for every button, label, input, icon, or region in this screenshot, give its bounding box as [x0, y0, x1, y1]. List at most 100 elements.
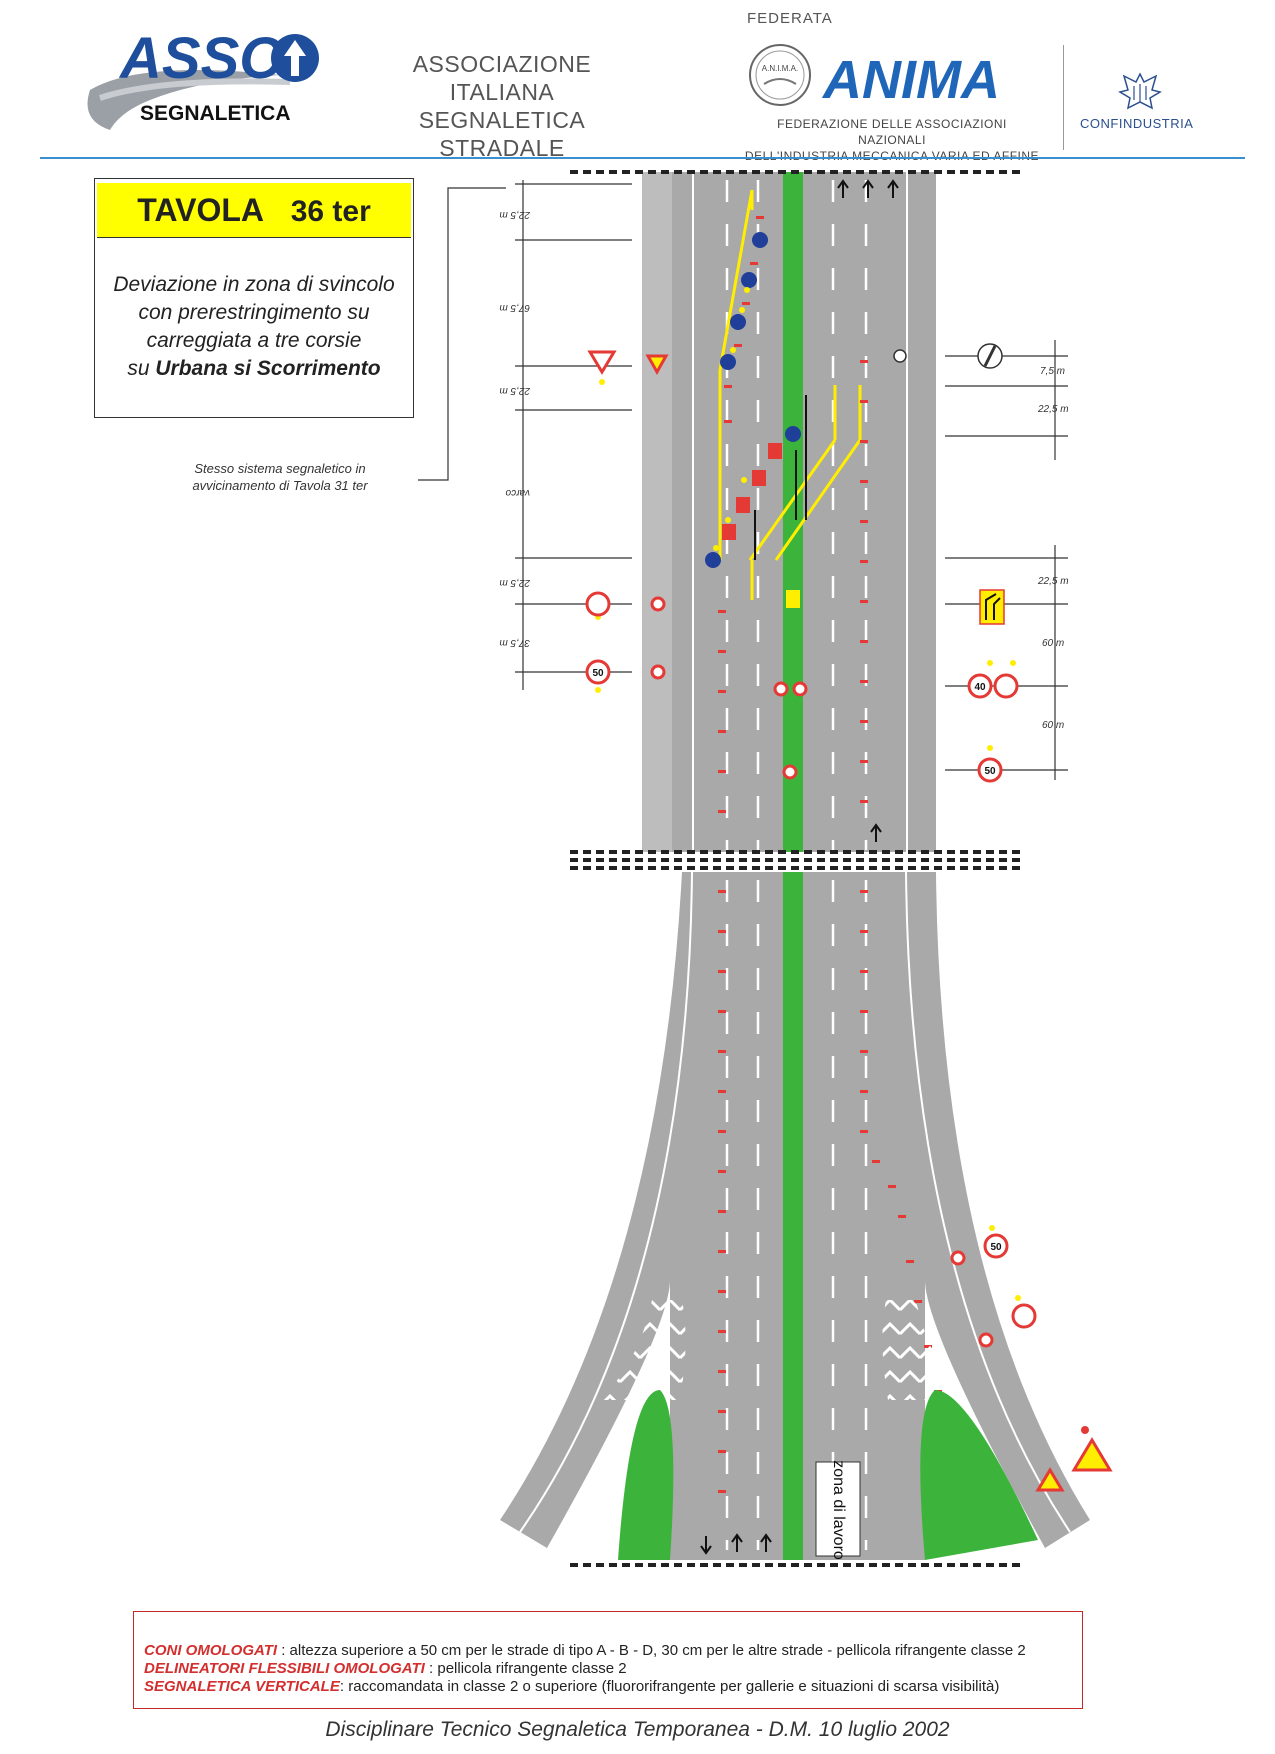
island-right — [920, 1390, 1038, 1560]
give-way-sign-icon — [645, 354, 669, 376]
lane-arrow-icon — [887, 179, 899, 198]
approach-note: Stesso sistema segnaletico in avviciname… — [160, 460, 400, 494]
anima-subtitle-2: DELL'INDUSTRIA MECCANICA VARIA ED AFFINE — [744, 149, 1040, 163]
speed-limit-50-sign-icon — [585, 659, 611, 685]
road-upper — [672, 172, 936, 852]
lane-arrow-icon — [862, 179, 874, 198]
lane-arrow-icon — [837, 179, 849, 198]
tavola-word: TAVOLA — [137, 192, 265, 228]
warning-sign-icon — [1035, 1467, 1065, 1492]
work-zone-box — [815, 1461, 861, 1557]
give-way-priority-sign-icon — [587, 350, 617, 375]
approach-note-line-1: Stesso sistema segnaletico in — [194, 461, 366, 476]
dim-label-r1: 7,5 m — [1040, 366, 1065, 377]
anima-subtitle: FEDERAZIONE DELLE ASSOCIAZIONI NAZIONALI… — [742, 116, 1042, 164]
no-overtaking-sign-icon — [1011, 1303, 1037, 1329]
tavola-desc-line-4: su Urbana si Scorrimento — [95, 355, 413, 383]
legend-segnaletica: SEGNALETICA VERTICALE: raccomandata in c… — [144, 1678, 999, 1696]
right-dimension-labels: 7,5 m 22,5 m 22,5 m 60 m 60 m — [1037, 366, 1069, 731]
keep-left-icon — [752, 232, 768, 248]
tavola-desc-bold: Urbana si Scorrimento — [155, 357, 381, 380]
keep-left-icon — [720, 354, 736, 370]
dim-label-l5: 22,5 m — [499, 577, 531, 588]
warning-light-icon — [1081, 1426, 1089, 1434]
gore-area-left — [600, 1300, 686, 1400]
header-rule — [40, 157, 1245, 159]
lane-arrow-icon — [700, 1536, 712, 1555]
legend-coni-label: CONI OMOLOGATI — [144, 1642, 278, 1659]
tavola-title: TAVOLA 36 ter — [97, 183, 411, 238]
tavola-desc-prefix: su — [127, 357, 150, 380]
dim-label-l6: 37,5 m — [499, 637, 530, 648]
arrow-up-icon — [284, 40, 306, 76]
keep-left-icon — [730, 314, 746, 330]
lane-arrow-icon — [760, 1533, 772, 1552]
blue-direction-signs — [705, 232, 801, 568]
keep-right-icon — [785, 426, 801, 442]
anima-text: ANIMA — [821, 50, 1000, 110]
legend-segnaletica-label: SEGNALETICA VERTICALE — [144, 1678, 340, 1695]
no-overtaking-sign-icon — [993, 673, 1019, 699]
anima-seal-icon — [749, 44, 811, 106]
cones — [718, 216, 942, 1493]
left-dimension-labels: 22,5 m 67,5 m 22,5 m varco 22,5 m 37,5 m — [499, 209, 531, 648]
median-upper — [783, 172, 803, 852]
no-overtaking-sign-icon — [585, 591, 611, 617]
dim-label-r4: 60 m — [1042, 638, 1064, 649]
asso-text: ASSO — [118, 26, 284, 91]
old-lane-edges — [754, 395, 807, 560]
right-dimensions — [945, 340, 1068, 780]
chevron-sign-icon — [768, 443, 782, 459]
legend-delineatori-text: : pellicola rifrangente classe 2 — [424, 1660, 627, 1677]
legend-delineatori-label: DELINEATORI FLESSIBILI OMOLOGATI — [144, 1660, 425, 1677]
work-vehicle — [786, 590, 800, 608]
chevron-signs — [722, 443, 782, 540]
island-left — [618, 1390, 674, 1560]
dim-label-r5: 60 m — [1042, 720, 1064, 731]
lane-shift-sign-icon — [979, 589, 1005, 625]
dim-label-l4: varco — [505, 487, 530, 498]
association-name: ASSOCIAZIONE ITALIANA SEGNALETICA STRADA… — [362, 50, 642, 162]
anima-seal-text: A.N.I.M.A. — [762, 64, 798, 73]
tavola-desc-line-2: con prerestringimento su — [138, 301, 370, 324]
left-dimensions — [515, 180, 632, 690]
tavola-box: TAVOLA 36 ter Deviazione in zona di svin… — [94, 178, 414, 418]
road-diagram: zona di lavoro 22,5 m 67,5 m 22,5 m varc… — [418, 170, 1113, 1567]
asso-logo: ASSO SEGNALETICA — [87, 26, 319, 130]
tavola-desc-line-1: Deviazione in zona di svincolo — [113, 273, 395, 296]
dim-label-l1: 22,5 m — [499, 209, 531, 220]
lane-arrow-icon — [870, 823, 882, 842]
dim-label-l2: 67,5 m — [499, 302, 530, 313]
speed-limit-50-value: 50 — [984, 766, 996, 777]
footer-title: Disciplinare Tecnico Segnaletica Tempora… — [325, 1718, 950, 1741]
delineator-icon — [893, 349, 907, 363]
confindustria-label: CONFINDUSTRIA — [1080, 116, 1194, 131]
section-breaks — [570, 170, 1020, 1567]
lane-arrow-icon — [731, 1533, 743, 1552]
dim-label-r2: 22,5 m — [1037, 404, 1069, 415]
tavola-number: 36 ter — [290, 195, 371, 228]
speed-limit-50-sign-icon — [977, 757, 1003, 783]
confindustria-eagle-icon — [1118, 72, 1162, 110]
tavola-description: Deviazione in zona di svincolo con prere… — [95, 271, 413, 383]
legend-box: CONI OMOLOGATI : altezza superiore a 50 … — [133, 1611, 1083, 1709]
legend-delineatori: DELINEATORI FLESSIBILI OMOLOGATI : pelli… — [144, 1660, 627, 1678]
legend-segnaletica-text: : raccomandata in classe 2 o superiore (… — [339, 1678, 1000, 1695]
association-line-1: ASSOCIAZIONE ITALIANA — [412, 51, 592, 105]
segnaletica-text: SEGNALETICA — [140, 102, 291, 125]
dim-label-l3: 22,5 m — [499, 385, 531, 396]
work-zone-label: zona di lavoro — [830, 1460, 847, 1560]
tavola-desc-line-3: carreggiata a tre corsie — [146, 329, 362, 352]
callout-line — [418, 187, 506, 481]
speed-limit-50-sign-icon — [983, 1233, 1009, 1259]
speed-limit-40-value: 40 — [974, 682, 986, 693]
legend-coni: CONI OMOLOGATI : altezza superiore a 50 … — [144, 1642, 1026, 1660]
association-line-2: SEGNALETICA STRADALE — [418, 107, 586, 161]
road-works-sign-icon — [1071, 1437, 1113, 1472]
header-divider — [1063, 45, 1064, 150]
legend-coni-text: : altezza superiore a 50 cm per le strad… — [277, 1642, 1026, 1659]
speed-limit-50-value: 50 — [592, 668, 604, 679]
approach-note-line-2: avvicinamento di Tavola 31 ter — [192, 478, 368, 493]
chevron-sign-icon — [736, 497, 750, 513]
yellow-temp-markings — [718, 189, 862, 600]
